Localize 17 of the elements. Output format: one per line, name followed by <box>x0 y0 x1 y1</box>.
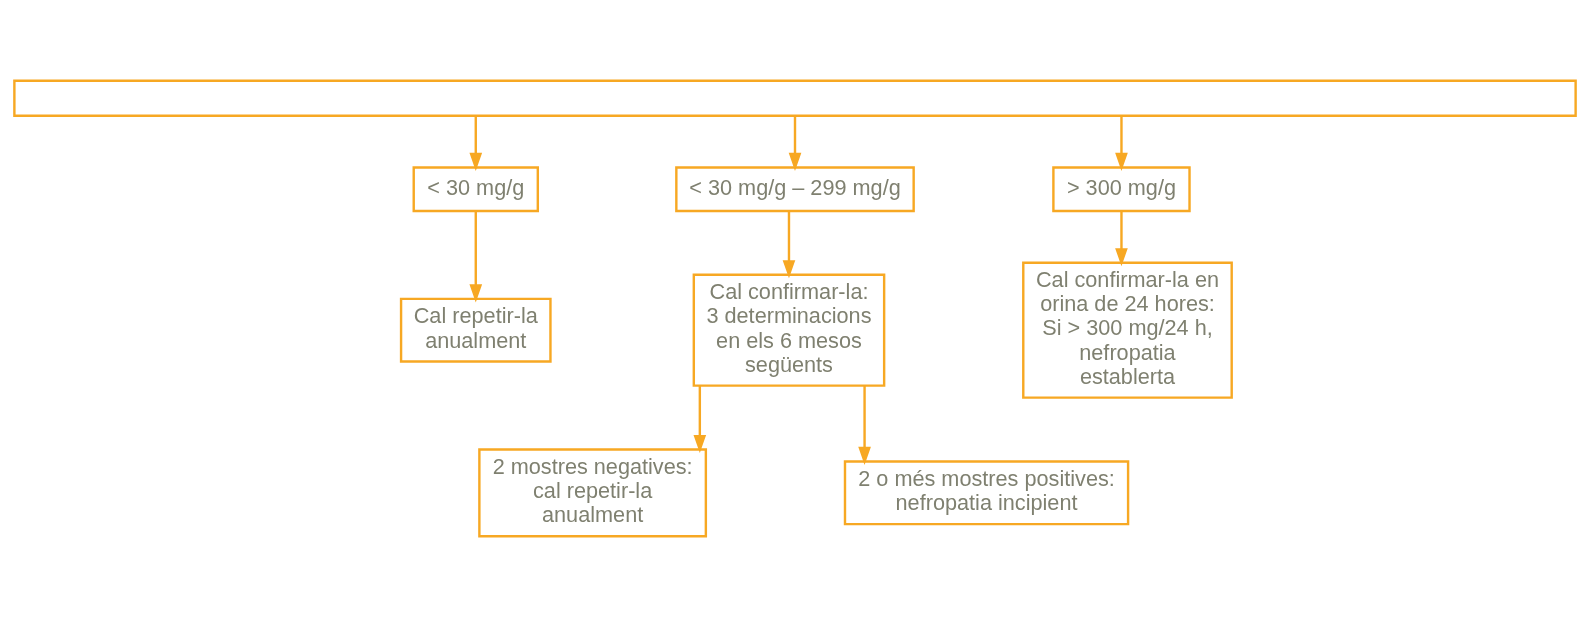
arrow <box>1115 210 1128 267</box>
node-box: > 300 mg/g <box>1052 166 1191 213</box>
node-box <box>13 79 1577 117</box>
node-box: < 30 mg/g <box>412 166 539 213</box>
node-box: 2 o més mostres positives: nefropatia incipient <box>843 460 1130 526</box>
arrow <box>469 210 483 303</box>
arrow <box>469 115 483 171</box>
arrow <box>858 385 871 465</box>
node-box: Cal repetir-la anualment <box>399 297 552 363</box>
arrow <box>1115 115 1128 171</box>
node-box: < 30 mg/g – 299 mg/g <box>675 166 915 213</box>
node-box: Cal confirmar-la en orina de 24 hores: Si > 300 mg/24 h, nefropatia establerta <box>1022 261 1233 399</box>
arrow <box>693 385 707 453</box>
node-box: Cal confirmar-la: 3 determinacions en els 6 mesos següents <box>692 273 886 387</box>
arrow <box>782 210 796 279</box>
node-box: 2 mostres negatives: cal repetir-la anualment <box>478 448 708 538</box>
arrow <box>788 115 802 171</box>
